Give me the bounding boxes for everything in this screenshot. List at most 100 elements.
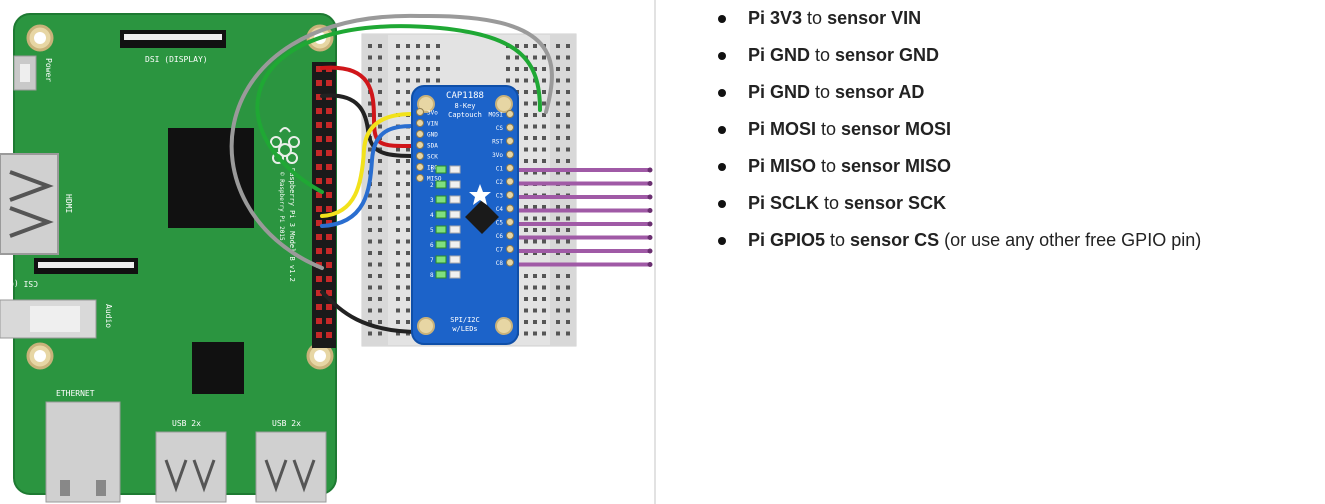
breadboard-hole: [556, 170, 560, 175]
wire-end: [647, 262, 653, 267]
gpio-pin: [316, 318, 322, 324]
connector-text: to: [810, 45, 836, 65]
sensor-pin: [416, 108, 424, 116]
wiring-item: Pi 3V3 to sensor VIN: [700, 0, 1315, 37]
breadboard-hole: [378, 297, 382, 301]
breadboard-hole: [368, 124, 372, 129]
wire-end: [647, 181, 653, 186]
breadboard-hole: [378, 239, 382, 244]
copyright-label: © Raspberry Pi 2015: [278, 172, 285, 241]
breadboard-hole: [542, 113, 546, 117]
sensor-pin: [506, 150, 514, 159]
breadboard-hole: [566, 331, 570, 336]
sensor-pin-label: C4: [496, 206, 504, 213]
pi-pin: Pi MISO: [748, 156, 817, 176]
sensor-subtitle-2: Captouch: [448, 111, 482, 119]
breadboard-hole: [406, 216, 410, 221]
breadboard-hole: [426, 78, 430, 83]
led-icon: [435, 195, 447, 204]
gpio-pin: [316, 164, 322, 170]
gpio-pin: [316, 206, 322, 212]
breadboard-hole: [396, 331, 400, 336]
breadboard-hole: [416, 44, 420, 48]
breadboard-hole: [566, 159, 570, 163]
sensor-pin: [416, 174, 424, 182]
breadboard-hole: [566, 124, 570, 129]
breadboard-hole: [556, 113, 560, 117]
breadboard-hole: [556, 124, 560, 129]
led-icon: [435, 225, 447, 234]
breadboard-hole: [368, 216, 372, 221]
sensor-pin: sensor CS: [850, 230, 940, 250]
breadboard-hole: [378, 308, 382, 313]
breadboard-hole: [556, 101, 560, 106]
sensor-pin: [416, 163, 424, 171]
breadboard-hole: [378, 44, 382, 48]
sensor-pin: [506, 218, 514, 226]
breadboard-hole: [533, 285, 537, 290]
breadboard-hole: [378, 193, 382, 198]
breadboard-hole: [368, 147, 372, 152]
resistor-icon: [449, 165, 461, 174]
sensor-pin-label: VIN: [427, 121, 438, 128]
breadboard-hole: [533, 331, 537, 336]
breadboard-hole: [378, 285, 382, 290]
breadboard-hole: [416, 67, 420, 71]
breadboard-hole: [524, 308, 528, 313]
pi-pin: Pi GND: [748, 45, 811, 65]
breadboard-hole: [524, 205, 528, 209]
breadboard-hole: [368, 308, 372, 313]
gpio-pin: [326, 206, 332, 212]
sensor-name: CAP1188: [446, 91, 484, 101]
sensor-pin-label: MOSI: [489, 112, 504, 119]
gpio-pin: [316, 136, 322, 142]
breadboard-hole: [533, 136, 537, 140]
usb-label: USB 2x: [272, 419, 301, 428]
gpio-pin: [316, 94, 322, 100]
wire-end: [647, 248, 653, 254]
breadboard-hole: [524, 101, 528, 106]
sensor-pin-label: 3Vo: [492, 152, 503, 159]
sensor-pin-label: C7: [496, 247, 504, 254]
pi-pin: Pi GPIO5: [748, 230, 826, 250]
breadboard-hole: [515, 78, 519, 83]
breadboard-hole: [396, 297, 400, 301]
breadboard-hole: [566, 228, 570, 232]
sensor-pin: sensor MISO: [841, 156, 952, 176]
breadboard-hole: [368, 44, 372, 48]
breadboard-hole: [533, 274, 537, 278]
pi-pin: Pi SCLK: [748, 193, 820, 213]
breadboard-hole: [396, 216, 400, 221]
sensor-subtitle-1: 8-Key: [454, 102, 475, 110]
breadboard-hole: [406, 320, 410, 324]
wire-end: [647, 167, 653, 173]
breadboard-hole: [566, 90, 570, 94]
gpio-pin: [326, 304, 332, 310]
breadboard-hole: [524, 331, 528, 336]
bullet-icon: [718, 52, 726, 60]
wiring-item: Pi GPIO5 to sensor CS (or use any other …: [700, 222, 1315, 259]
usb-chip: [192, 342, 244, 394]
breadboard-hole: [542, 90, 546, 94]
breadboard-hole: [406, 251, 410, 255]
wiring-item: Pi GND to sensor GND: [700, 37, 1315, 74]
breadboard-hole: [378, 78, 382, 83]
breadboard-hole: [436, 67, 440, 71]
breadboard-hole: [515, 67, 519, 71]
breadboard-hole: [396, 101, 400, 106]
breadboard-hole: [378, 205, 382, 209]
resistor-icon: [449, 270, 461, 279]
connector-text: to: [816, 156, 842, 176]
resistor-icon: [449, 225, 461, 234]
breadboard-hole: [378, 55, 382, 60]
bullet-icon: [718, 237, 726, 245]
breadboard-hole: [396, 90, 400, 94]
led-label: 5: [430, 227, 434, 234]
sensor-pin: [416, 130, 424, 138]
breadboard-hole: [396, 170, 400, 175]
gpio-header: [312, 62, 336, 348]
bullet-icon: [718, 163, 726, 171]
sensor-pin-label: C2: [496, 179, 504, 186]
breadboard-hole: [396, 147, 400, 152]
breadboard-hole: [542, 67, 546, 71]
